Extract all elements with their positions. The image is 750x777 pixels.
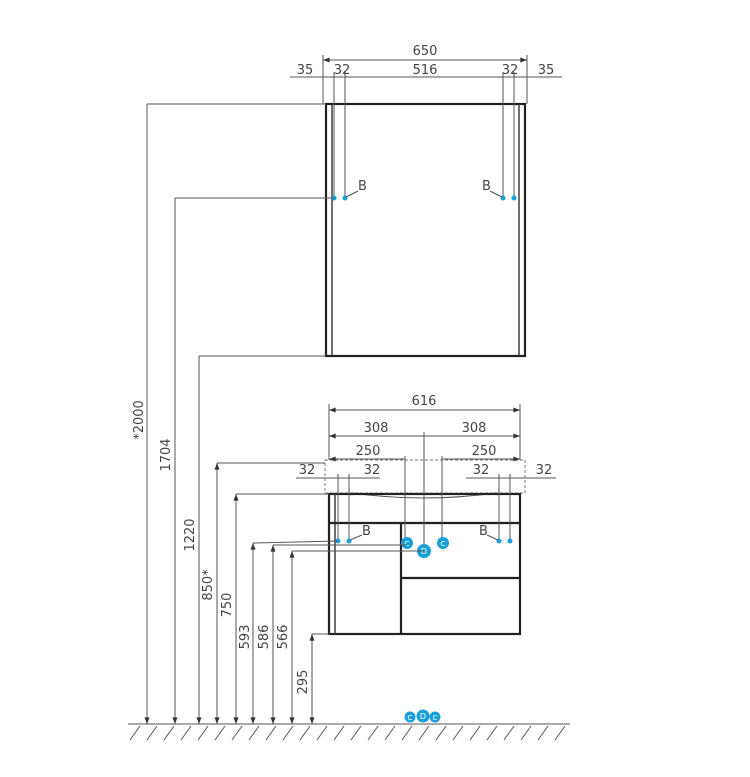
floor-marker-d: D — [416, 709, 430, 723]
floor-hatch-mark — [299, 725, 311, 741]
floor-hatch-mark — [214, 725, 226, 741]
floor-hatch-mark — [537, 725, 549, 741]
dim-basin-left: 250 — [356, 444, 381, 459]
floor-hatch-mark — [486, 725, 498, 741]
floor-hatch-mark — [554, 725, 566, 741]
floor: C C D — [128, 709, 570, 741]
countertop-outline — [324, 459, 526, 494]
floor-hatch-mark — [384, 725, 396, 741]
floor-hatch-mark — [401, 725, 413, 741]
floor-hatch-mark — [520, 725, 532, 741]
height-label-586: 586 — [257, 625, 272, 650]
height-label-850: 850* — [201, 569, 216, 601]
vanity-unit: 616 308 308 250 250 32 32 32 32 B B C D … — [296, 394, 556, 636]
dim-right-offset: 35 — [538, 63, 555, 78]
height-label-2000: *2000 — [132, 400, 147, 440]
mount-label-right: B — [482, 179, 491, 194]
dim-left-offset: 35 — [297, 63, 314, 78]
height-label-593: 593 — [238, 625, 253, 650]
dim-overall-label: 650 — [413, 44, 438, 59]
height-label-1704: 1704 — [159, 438, 174, 471]
floor-hatch-mark — [180, 725, 192, 741]
floor-hatch-mark — [503, 725, 515, 741]
height-label-1220: 1220 — [183, 518, 198, 551]
floor-hatch-mark — [350, 725, 362, 741]
height-label-566: 566 — [276, 625, 291, 650]
water-supply-right-marker: C — [437, 537, 449, 549]
floor-hatch-mark — [248, 725, 260, 741]
floor-hatch-mark — [282, 725, 294, 741]
dim-half-right: 308 — [462, 421, 487, 436]
floor-hatch-mark — [435, 725, 447, 741]
dim-basin-right: 250 — [472, 444, 497, 459]
mount-label-left: B — [362, 524, 371, 539]
mount-point-marker — [507, 538, 513, 544]
floor-hatch-mark — [469, 725, 481, 741]
mount-label-left: B — [358, 179, 367, 194]
floor-hatch-mark — [265, 725, 277, 741]
svg-text:C: C — [441, 540, 446, 548]
mirror-cabinet: 650 35 32 516 32 35 B B — [290, 44, 562, 358]
height-label-750: 750 — [220, 593, 235, 618]
floor-hatch-mark — [418, 725, 430, 741]
dim-left-spacing: 32 — [334, 63, 351, 78]
floor-hatch-mark — [146, 725, 158, 741]
height-dimensions: *2000 1704 1220 850* 750 593 586 566 295 — [132, 103, 424, 724]
mirror-cabinet-outline — [324, 102, 527, 358]
svg-text:C: C — [408, 714, 413, 722]
dim-right-outer: 32 — [536, 463, 553, 478]
dim-left-outer: 32 — [299, 463, 316, 478]
floor-hatch-mark — [129, 725, 141, 741]
dim-right-inner: 32 — [473, 463, 490, 478]
dim-middle: 516 — [413, 63, 438, 78]
water-supply-left-marker: C — [401, 537, 413, 549]
svg-text:C: C — [405, 540, 410, 548]
floor-hatch-mark — [452, 725, 464, 741]
dim-half-left: 308 — [364, 421, 389, 436]
svg-text:D: D — [420, 712, 426, 721]
floor-marker-c-right: C — [429, 711, 441, 723]
svg-text:C: C — [433, 714, 438, 722]
dim-overall-label: 616 — [412, 394, 437, 409]
dim-left-inner: 32 — [364, 463, 381, 478]
dim-right-spacing: 32 — [502, 63, 519, 78]
floor-marker-c-left: C — [404, 711, 416, 723]
floor-hatch-mark — [367, 725, 379, 741]
floor-hatch-mark — [231, 725, 243, 741]
floor-hatch-mark — [163, 725, 175, 741]
mount-label-right: B — [479, 524, 488, 539]
floor-hatch-mark — [197, 725, 209, 741]
height-label-295: 295 — [296, 670, 311, 695]
floor-hatch-mark — [316, 725, 328, 741]
mount-point-marker — [511, 195, 517, 201]
floor-hatch-mark — [333, 725, 345, 741]
